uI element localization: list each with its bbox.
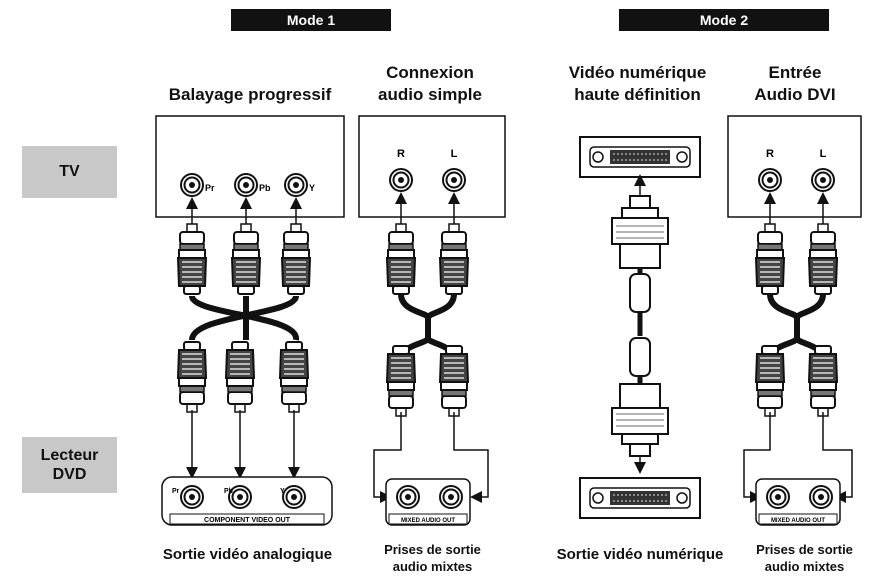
svg-text:MIXED AUDIO OUT: MIXED AUDIO OUT bbox=[401, 518, 455, 524]
header-simple-audio: Connexion audio simple bbox=[378, 63, 482, 104]
component-plug-pb-bottom-icon bbox=[226, 342, 254, 412]
component-plug-pr-bottom-icon bbox=[178, 342, 206, 412]
svg-text:R: R bbox=[397, 148, 405, 160]
audio-plug-r-top-a-icon bbox=[386, 223, 416, 295]
tv-label-text: TV bbox=[59, 163, 80, 180]
tv-pr-label: Pr bbox=[205, 183, 215, 193]
component-cable bbox=[189, 294, 299, 341]
tv-pr-jack-icon bbox=[180, 173, 204, 197]
audio-cable-a bbox=[398, 293, 457, 361]
caption-mixed-audio-out-a: Prises de sortie audio mixtes bbox=[384, 542, 481, 574]
svg-text:Y: Y bbox=[280, 488, 285, 495]
mode-2-banner: Mode 2 bbox=[619, 9, 829, 31]
header-dvi-audio-input: Entrée Audio DVI bbox=[754, 63, 836, 104]
audio-plug-l-top-b-icon bbox=[808, 223, 838, 295]
tv-label: TV bbox=[22, 146, 117, 198]
component-plug-pr-top-icon bbox=[177, 223, 207, 295]
tv-component-panel bbox=[155, 115, 345, 218]
header-progressive-scan: Balayage progressif bbox=[168, 85, 332, 104]
tv-y-jack-icon bbox=[284, 173, 308, 197]
dvd-dvi-output-port-icon bbox=[579, 477, 701, 519]
caption-digital-video-out: Sortie vidéo numérique bbox=[556, 546, 724, 563]
svg-text:L: L bbox=[820, 148, 827, 160]
header-hd-digital-video: Vidéo numérique haute définition bbox=[568, 63, 707, 104]
caption-analog-video-out: Sortie vidéo analogique bbox=[162, 546, 333, 563]
svg-text:R: R bbox=[766, 148, 774, 160]
audio-plug-l-top-a-icon bbox=[439, 223, 469, 295]
svg-text:Pb: Pb bbox=[224, 488, 233, 495]
tv-pb-jack-icon bbox=[234, 173, 258, 197]
ferrite-core-bottom-icon bbox=[629, 337, 651, 377]
mode-1-banner: Mode 1 bbox=[231, 9, 391, 31]
svg-text:MIXED AUDIO OUT: MIXED AUDIO OUT bbox=[771, 518, 825, 524]
tv-audio-panel-a bbox=[358, 115, 506, 218]
dvi-plug-bottom-icon bbox=[611, 383, 669, 457]
tv-y-label: Y bbox=[309, 183, 315, 193]
audio-plug-r-top-b-icon bbox=[755, 223, 785, 295]
tv-dvi-input-port-icon bbox=[579, 136, 701, 178]
component-plug-y-top-icon bbox=[281, 223, 311, 295]
dvd-label-line2: DVD bbox=[52, 466, 87, 483]
tv-pb-label: Pb bbox=[259, 183, 271, 193]
ferrite-core-top-icon bbox=[629, 273, 651, 313]
component-video-out-label: COMPONENT VIDEO OUT bbox=[204, 517, 291, 524]
dvd-player-label: Lecteur DVD bbox=[22, 437, 117, 493]
component-plug-pb-top-icon bbox=[231, 223, 261, 295]
dvi-plug-top-icon bbox=[611, 195, 669, 269]
dvd-label-line1: Lecteur bbox=[40, 447, 99, 464]
svg-text:Pr: Pr bbox=[172, 488, 180, 495]
component-plug-y-bottom-icon bbox=[280, 342, 308, 412]
caption-mixed-audio-out-b: Prises de sortie audio mixtes bbox=[756, 542, 853, 574]
audio-cable-b bbox=[767, 293, 826, 361]
svg-text:L: L bbox=[451, 148, 458, 160]
tv-audio-panel-b bbox=[727, 115, 862, 218]
